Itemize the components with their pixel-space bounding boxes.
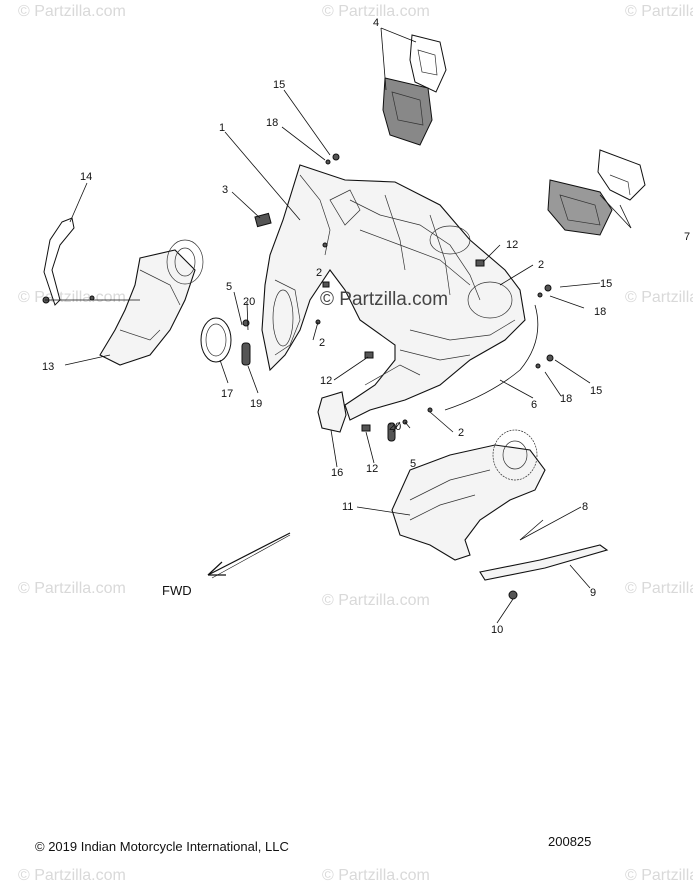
callout-10: 10 <box>491 624 503 636</box>
callout-2: 2 <box>319 337 325 349</box>
watermark-text: © Partzilla.com <box>18 580 126 597</box>
callout-18: 18 <box>560 393 572 405</box>
callout-9: 9 <box>590 587 596 599</box>
part-nut <box>508 590 518 600</box>
watermark-text: © Partzilla.com <box>18 3 126 20</box>
callout-13: 13 <box>42 361 54 373</box>
part-small-bracket <box>317 391 347 433</box>
callout-18: 18 <box>266 117 278 129</box>
part-grommet-left <box>241 342 251 366</box>
callout-15: 15 <box>600 278 612 290</box>
part-strap <box>479 544 609 581</box>
part-lower-speaker-housing <box>391 429 546 561</box>
callout-4: 4 <box>373 17 379 29</box>
fasteners <box>42 153 554 442</box>
fwd-label: FWD <box>162 583 192 598</box>
center-watermark: © Partzilla.com <box>320 289 448 310</box>
part-speaker-grille-right <box>547 149 646 236</box>
part-screw <box>519 519 544 541</box>
callout-2: 2 <box>538 259 544 271</box>
part-speaker-ring <box>200 317 232 363</box>
callout-20: 20 <box>243 296 255 308</box>
forward-direction-indicator: FWD <box>162 532 291 598</box>
part-left-speaker-housing <box>99 239 204 366</box>
watermark-text: © Partzilla.com <box>18 289 126 306</box>
callout-12: 12 <box>320 375 332 387</box>
callout-12: 12 <box>506 239 518 251</box>
callout-16: 16 <box>331 467 343 479</box>
callout-12: 12 <box>366 463 378 475</box>
callout-5: 5 <box>410 458 416 470</box>
watermark-text: © Partzilla.com <box>625 580 693 597</box>
watermark-text: © Partzilla.com <box>322 867 430 884</box>
part-speaker-grille-upper <box>382 34 447 146</box>
callout-1: 1 <box>219 122 225 134</box>
callout-3: 3 <box>222 184 228 196</box>
center-watermark-text: © Partzilla.com <box>320 289 448 310</box>
diagram-number: 200825 <box>548 834 591 849</box>
callout-8: 8 <box>582 501 588 513</box>
callout-11: 11 <box>342 501 353 513</box>
watermark-text: © Partzilla.com <box>625 3 693 20</box>
callout-20: 20 <box>389 421 401 433</box>
callout-15: 15 <box>590 385 602 397</box>
leader-lines <box>45 27 632 624</box>
watermark-text: © Partzilla.com <box>322 3 430 20</box>
watermark-text: © Partzilla.com <box>322 592 430 609</box>
callout-2: 2 <box>458 427 464 439</box>
callout-5: 5 <box>226 281 232 293</box>
copyright-text: © 2019 Indian Motorcycle International, … <box>35 839 289 854</box>
callout-6: 6 <box>531 399 537 411</box>
part-inner-fairing <box>261 164 526 421</box>
watermark-layer: © Partzilla.com © Partzilla.com © Partzill… <box>18 3 693 884</box>
watermark-text: © Partzilla.com <box>625 289 693 306</box>
callout-7: 7 <box>684 231 690 243</box>
callout-18: 18 <box>594 306 606 318</box>
part-trim-strip <box>444 304 539 411</box>
callout-17: 17 <box>221 388 233 400</box>
callout-14: 14 <box>80 171 92 183</box>
callout-layer: 1222234556789101112121213141515151617181… <box>42 17 690 636</box>
part-left-bracket <box>43 217 75 306</box>
watermark-text: © Partzilla.com <box>625 867 693 884</box>
callout-2: 2 <box>316 267 322 279</box>
callout-15: 15 <box>273 79 285 91</box>
watermark-text: © Partzilla.com <box>18 867 126 884</box>
callout-19: 19 <box>250 398 262 410</box>
